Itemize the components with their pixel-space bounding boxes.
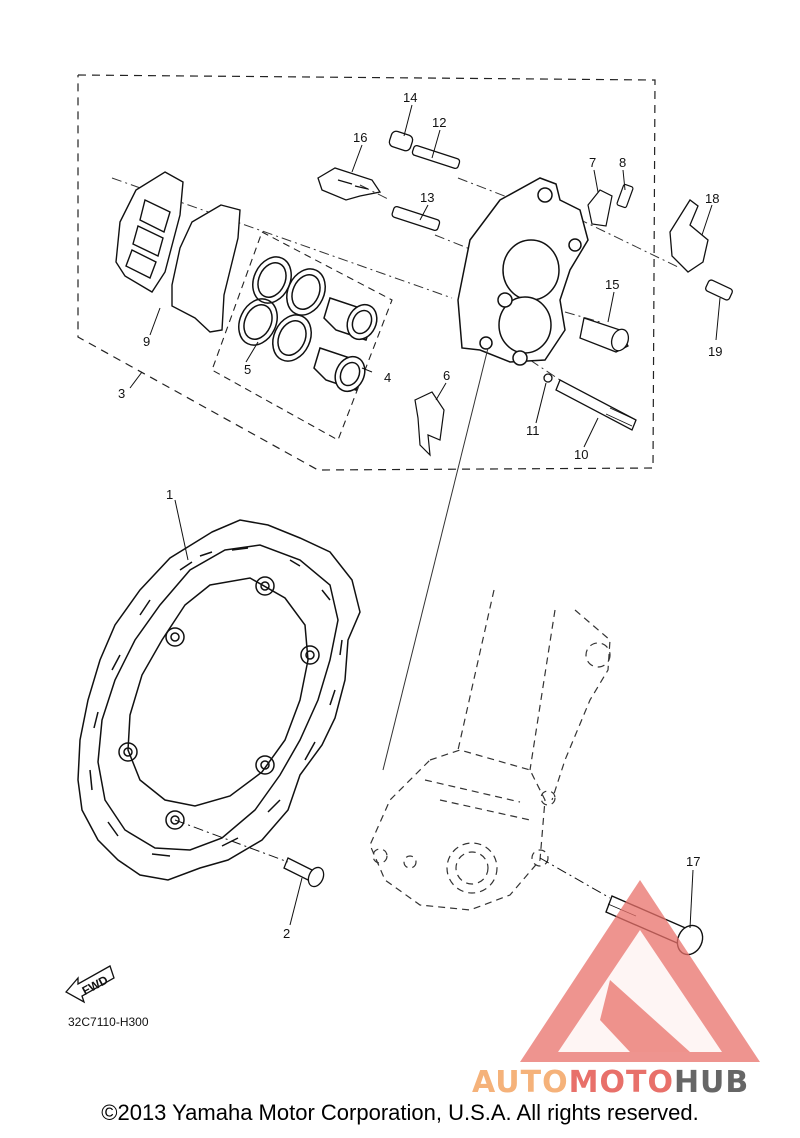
callout-2: 2 <box>283 926 290 941</box>
callout-9: 9 <box>143 334 150 349</box>
fwd-arrow: FWD <box>64 965 115 1004</box>
pad-clip <box>414 391 445 457</box>
brake-disc <box>77 519 361 881</box>
callout-8: 8 <box>619 155 626 170</box>
caliper-body <box>457 177 589 366</box>
watermark-moto: MOTO <box>569 1065 674 1100</box>
pin-15 <box>579 317 630 353</box>
bleed-screw <box>587 183 634 227</box>
watermark-logo: AUTOMOTOHUB <box>472 880 760 1100</box>
hose-bracket <box>669 199 709 273</box>
callout-1: 1 <box>166 487 173 502</box>
callout-3: 3 <box>118 386 125 401</box>
piston-seals <box>238 256 326 362</box>
watermark-hub: HUB <box>674 1065 749 1100</box>
callout-17: 17 <box>686 854 700 869</box>
callout-5: 5 <box>244 362 251 377</box>
seal-kit-outline <box>211 231 393 441</box>
pins <box>388 130 461 231</box>
callout-13: 13 <box>420 190 434 205</box>
leader-lines <box>129 104 721 929</box>
brake-pad-rear <box>115 171 184 293</box>
callout-4: 4 <box>384 370 391 385</box>
brake-pad-front <box>171 204 241 333</box>
callout-15: 15 <box>605 277 619 292</box>
callout-19: 19 <box>708 344 722 359</box>
bolt-19 <box>705 279 733 301</box>
alignment-line <box>382 347 489 771</box>
callouts: 1 2 3 4 5 6 7 8 9 10 11 12 13 14 15 16 1… <box>118 90 722 941</box>
callout-7: 7 <box>589 155 596 170</box>
watermark-auto: AUTO <box>472 1065 569 1100</box>
bolt-10 <box>543 373 637 431</box>
caliper-assembly-outline <box>77 74 656 471</box>
disc-screw <box>174 819 325 888</box>
caliper-pistons <box>313 297 378 393</box>
callout-12: 12 <box>432 115 446 130</box>
callout-10: 10 <box>574 447 588 462</box>
callout-16: 16 <box>353 130 367 145</box>
callout-11: 11 <box>526 423 540 438</box>
callout-18: 18 <box>705 191 719 206</box>
copyright-notice: ©2013 Yamaha Motor Corporation, U.S.A. A… <box>101 1100 699 1125</box>
front-fork <box>369 589 611 911</box>
diagram-code: 32C7110-H300 <box>68 1015 149 1029</box>
pad-spring <box>317 167 382 201</box>
callout-14: 14 <box>403 90 417 105</box>
callout-6: 6 <box>443 368 450 383</box>
svg-text:AUTOMOTOHUB: AUTOMOTOHUB <box>472 1065 749 1100</box>
